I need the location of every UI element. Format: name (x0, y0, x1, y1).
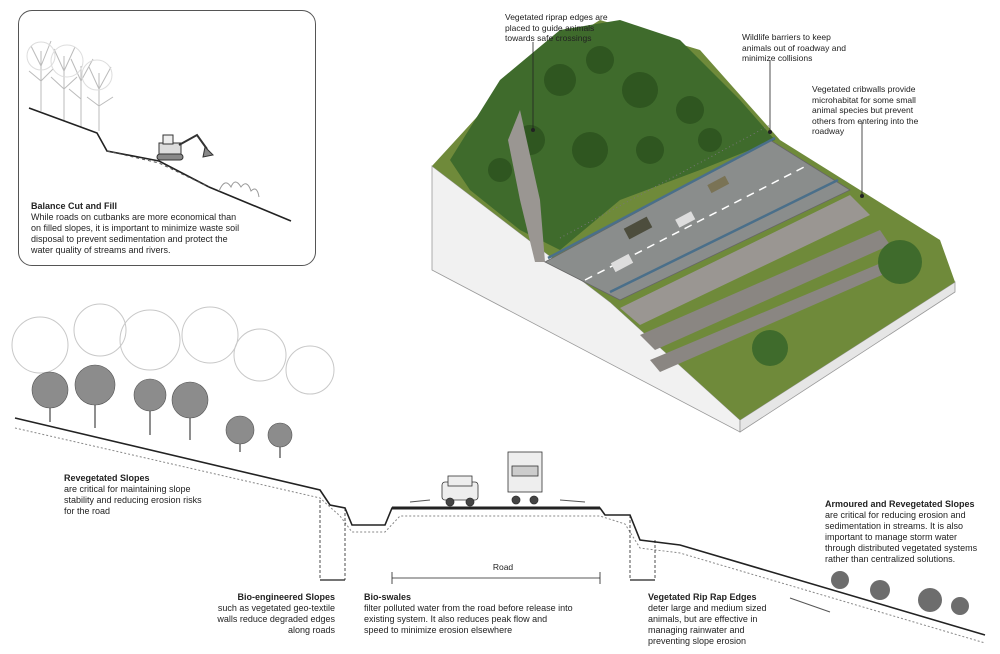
shrub-cluster-right (878, 240, 922, 284)
bio-swales-note: Bio-swales filter polluted water from th… (364, 592, 574, 636)
bio-engineered-body: such as vegetated geo-textile walls redu… (217, 603, 335, 635)
cribwall-band-1 (620, 195, 870, 325)
forest-texture (488, 46, 722, 182)
guardrail-upper (547, 136, 776, 260)
original-ground-dashed (106, 150, 210, 188)
inset-text: Balance Cut and Fill While roads on cutb… (31, 201, 241, 256)
armoured-slopes-title: Armoured and Revegetated Slopes (825, 499, 975, 509)
riprap-strip (508, 110, 545, 262)
shrub-cluster-lower (752, 330, 788, 366)
car-vehicle (675, 211, 696, 228)
armoured-slopes-body: are critical for reducing erosion and se… (825, 510, 978, 564)
road-label: Road (492, 562, 514, 572)
van-vehicle (610, 253, 634, 273)
box-truck-icon (507, 451, 543, 505)
forest-hill (450, 20, 775, 250)
bio-engineered-note: Bio-engineered Slopes such as vegetated … (210, 592, 335, 636)
cut-fill-diagram (26, 40, 292, 222)
guardrail-lower (609, 178, 839, 294)
riprap-edges-body: deter large and medium sized animals, bu… (648, 603, 767, 646)
traffic-arrow-right (559, 499, 586, 503)
revegetated-slopes-note: Revegetated Slopes are critical for main… (64, 473, 204, 517)
callout-barriers: Wildlife barriers to keep animals out of… (742, 32, 846, 63)
inset-body: While roads on cutbanks are more economi… (31, 212, 240, 255)
traffic-arrow-left (409, 499, 431, 503)
inset-title: Balance Cut and Fill (31, 201, 118, 211)
shrub-icon (218, 181, 260, 198)
bio-engineered-title: Bio-engineered Slopes (237, 592, 335, 602)
block-right-face (739, 281, 956, 433)
callout-cribwalls: Vegetated cribwalls provide microhabitat… (812, 84, 919, 136)
terrain-line (28, 107, 292, 222)
road-centerline (584, 164, 809, 281)
bio-swales-body: filter polluted water from the road befo… (364, 603, 573, 635)
callout-riprap: Vegetated riprap edges are placed to gui… (505, 12, 608, 43)
excavator-icon (156, 133, 215, 161)
truck-vehicle (623, 216, 653, 240)
cut-fill-inset-panel: Balance Cut and Fill While roads on cutb… (18, 10, 316, 266)
faint-trees (26, 40, 114, 131)
riprap-edges-title: Vegetated Rip Rap Edges (648, 592, 757, 602)
revegetated-slopes-body: are critical for maintaining slope stabi… (64, 484, 202, 516)
wildlife-fence (559, 124, 771, 239)
road-surface (544, 139, 851, 301)
cribwall-band-2 (640, 230, 890, 350)
pickup-truck-icon (441, 475, 479, 507)
armoured-slopes-note: Armoured and Revegetated Slopes are crit… (825, 499, 985, 565)
riprap-edges-note: Vegetated Rip Rap Edges deter large and … (648, 592, 768, 647)
distant-vehicle (707, 175, 730, 194)
tree-line (11, 303, 335, 458)
revegetated-slopes-title: Revegetated Slopes (64, 473, 150, 483)
slope-vegetation (831, 571, 969, 615)
block-left-face (431, 165, 741, 433)
flow-arrow (789, 597, 831, 613)
terrain-top (432, 20, 955, 420)
cribwall-band-3 (650, 255, 905, 372)
bio-swales-title: Bio-swales (364, 592, 412, 602)
